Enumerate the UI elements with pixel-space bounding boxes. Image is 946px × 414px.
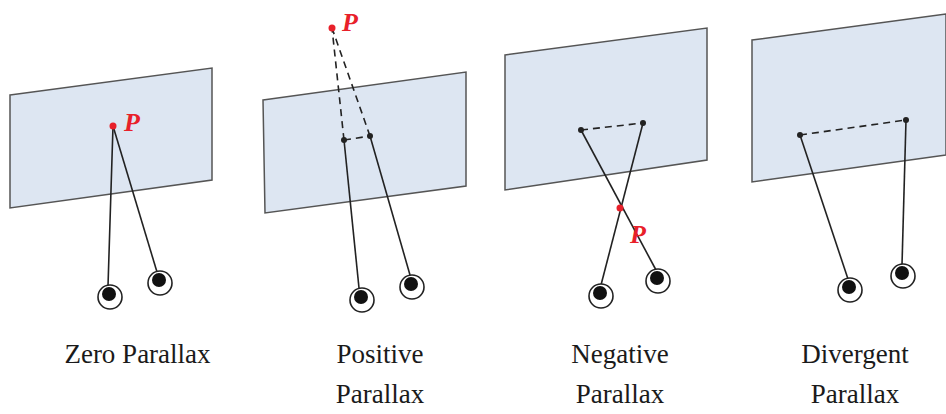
- caption: Positive Parallax: [300, 334, 460, 414]
- screen: [263, 72, 466, 213]
- sight-line: [344, 140, 359, 288]
- image-dot: [640, 120, 646, 126]
- pupil: [404, 277, 418, 291]
- caption: Negative Parallax: [540, 334, 700, 414]
- eye: [400, 275, 424, 299]
- sight-line: [902, 120, 906, 265]
- eye: [98, 285, 122, 309]
- sight-line: [800, 135, 848, 279]
- disparity-line: [344, 136, 370, 140]
- eye: [589, 284, 613, 308]
- pupil: [895, 266, 909, 280]
- screen: [505, 28, 707, 190]
- point-p: [110, 123, 117, 130]
- eye: [148, 271, 172, 295]
- image-dot: [797, 132, 803, 138]
- pupil: [102, 287, 116, 301]
- caption: Divergent Parallax: [770, 334, 940, 414]
- point-label: P: [342, 10, 358, 36]
- image-dot: [341, 137, 347, 143]
- disparity-line: [800, 120, 906, 135]
- pupil: [152, 273, 166, 287]
- eye: [646, 269, 670, 293]
- point-label: P: [124, 110, 140, 136]
- eye: [838, 278, 862, 302]
- eye: [350, 288, 374, 312]
- pupil: [842, 280, 856, 294]
- sight-line: [601, 123, 643, 285]
- point-p: [617, 205, 624, 212]
- sight-line: [108, 126, 113, 286]
- screen: [752, 14, 946, 182]
- disparity-line: [581, 123, 643, 130]
- eye: [891, 264, 915, 288]
- sight-line: [581, 130, 656, 270]
- image-dot: [578, 127, 584, 133]
- image-dot: [367, 133, 373, 139]
- pupil: [650, 271, 664, 285]
- virtual-line: [332, 28, 370, 136]
- caption: Zero Parallax: [0, 334, 275, 374]
- sight-line: [113, 126, 157, 272]
- image-dot: [903, 117, 909, 123]
- point-p: [329, 25, 336, 32]
- pupil: [354, 290, 368, 304]
- point-label: P: [630, 222, 646, 248]
- pupil: [593, 286, 607, 300]
- sight-line: [370, 136, 410, 275]
